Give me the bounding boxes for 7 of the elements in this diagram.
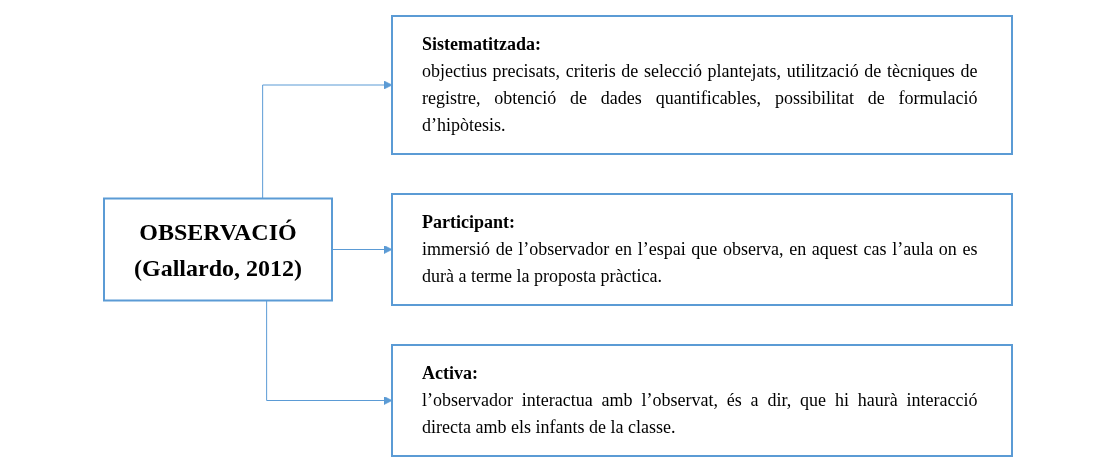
node-box: OBSERVACIÓ (Gallardo, 2012) xyxy=(102,197,333,302)
arrow xyxy=(261,80,392,199)
arrow xyxy=(331,245,392,254)
arrow xyxy=(265,300,392,405)
node-box: Participant: immersió de l’observador en l’espai que observa, en aquest cas l’aula on es durà a terme la proposta pràctica. xyxy=(390,193,1013,306)
node-box: Sistematitzada: objectius precisats, criteris de selecció plantejats, utilització de tècniques de registre, obtenció de dades quantificables, possibilitat de formulació d’hipòtesis. xyxy=(390,15,1013,155)
node-box: Activa: l’observador interactua amb l’observat, és a dir, que hi haurà interacció directa amb els infants de la classe. xyxy=(390,344,1013,457)
